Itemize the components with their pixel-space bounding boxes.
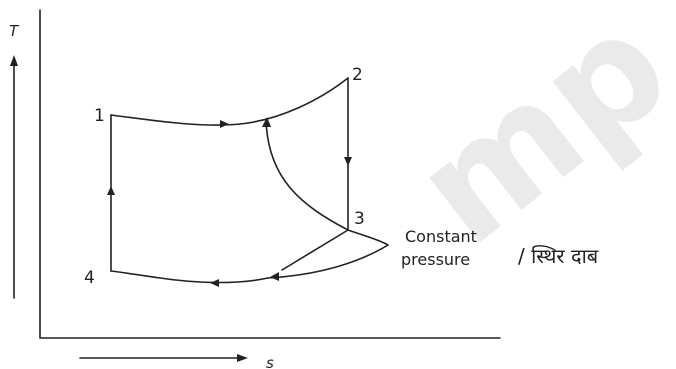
constant-pressure-loop xyxy=(267,229,389,279)
point-2-label: 2 xyxy=(352,65,363,85)
constant-label: Constant xyxy=(405,227,477,246)
saturation-curve-arrow xyxy=(262,117,271,127)
process-1-2-curve xyxy=(110,77,349,126)
pressure-label: pressure xyxy=(401,250,470,269)
s-arrow-head xyxy=(237,354,248,362)
plot-axes xyxy=(39,9,501,339)
point-3-label: 3 xyxy=(354,209,365,229)
point-1-label: 1 xyxy=(94,106,105,126)
constant-pressure-line xyxy=(281,229,349,271)
process-3-4-arrow xyxy=(210,279,219,287)
t-arrow-head xyxy=(10,55,18,66)
process-4-1-arrow xyxy=(107,186,115,195)
hindi-label: / स्थिर दाब xyxy=(518,244,599,268)
t-axis-label: T xyxy=(9,22,20,40)
process-2-3-arrow xyxy=(344,157,352,166)
constant-pressure-arrow xyxy=(270,272,279,281)
s-axis-label: s xyxy=(266,354,274,369)
process-3-4-curve xyxy=(110,270,269,284)
saturation-curve xyxy=(265,119,349,231)
process-1-2-arrow xyxy=(220,120,229,128)
point-4-label: 4 xyxy=(84,268,95,288)
